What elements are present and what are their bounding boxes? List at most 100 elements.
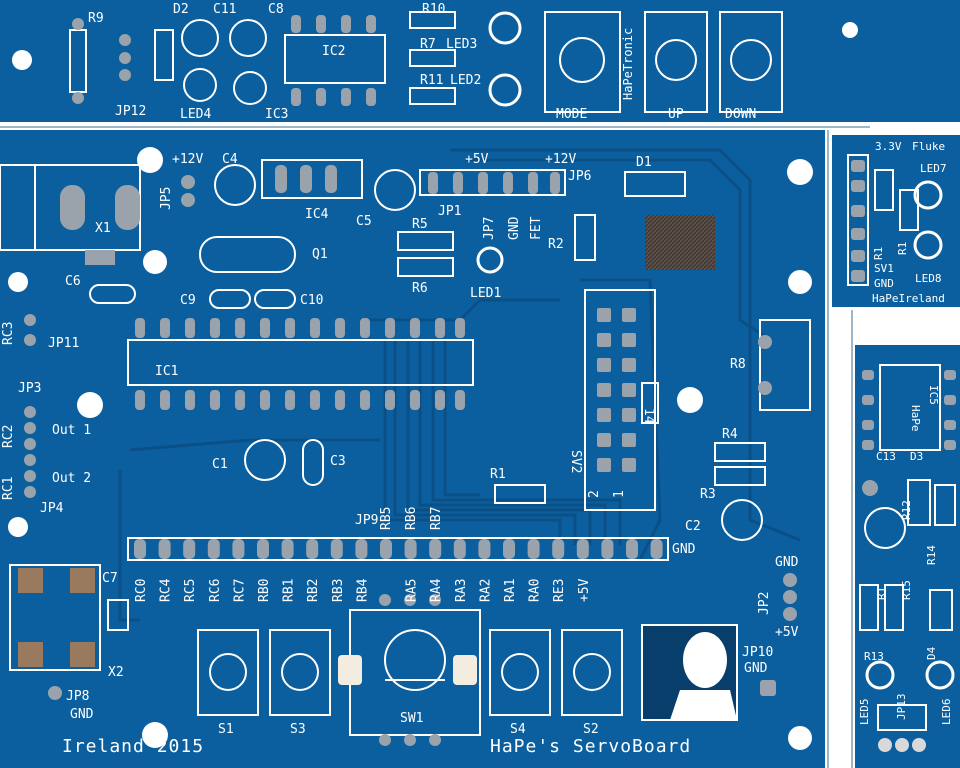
jp9-label: RA1 xyxy=(503,579,518,602)
label-gnd-e: GND xyxy=(744,661,768,676)
label-jp12: JP12 xyxy=(115,104,146,119)
label-jp2: JP2 xyxy=(757,592,772,615)
label-gnd-d: GND xyxy=(775,555,799,570)
x2-outline xyxy=(9,564,101,671)
label-c13: C13 xyxy=(876,450,896,463)
jp9-pin xyxy=(158,539,171,559)
c5-outline xyxy=(374,169,416,211)
label-ic4: IC4 xyxy=(305,207,329,222)
jp9-pin xyxy=(306,539,319,559)
q1-outline xyxy=(199,236,296,273)
label-led1: LED1 xyxy=(470,286,501,301)
board-title: HaPe's ServoBoard xyxy=(490,736,691,757)
jp9-label: RC7 xyxy=(232,579,247,602)
ic1-outline xyxy=(127,339,474,386)
label-c8: C8 xyxy=(268,2,284,17)
label-up: UP xyxy=(668,107,684,122)
jp9-pin xyxy=(453,539,466,559)
label-r2: R2 xyxy=(548,237,564,252)
jp9-pin xyxy=(576,539,589,559)
jp9-label: RB0 xyxy=(257,579,272,602)
label-c3: C3 xyxy=(330,454,346,469)
label-plus5v-b: +5V xyxy=(775,625,799,640)
label-hape: HaPe xyxy=(909,405,922,432)
label-x2: X2 xyxy=(108,665,124,680)
label-r14: R14 xyxy=(925,545,938,565)
jp9-label: RA3 xyxy=(454,579,469,602)
label-r9: R9 xyxy=(88,11,104,26)
label-down: DOWN xyxy=(725,107,756,122)
jp9-label: RC5 xyxy=(183,579,198,602)
sv2-outline xyxy=(584,289,656,511)
mounting-hole xyxy=(143,250,167,274)
jp9-label: +5V xyxy=(577,578,592,602)
jp5-pins xyxy=(181,175,195,207)
s4-outline xyxy=(489,629,551,716)
jp9-label: RA4 xyxy=(429,578,444,602)
ic4-outline xyxy=(261,159,363,199)
label-ic2: IC2 xyxy=(322,44,345,59)
label-led2: LED2 xyxy=(450,73,481,88)
label-r6: R6 xyxy=(412,281,428,296)
label-rb7: RB7 xyxy=(429,507,444,530)
jp9-pin xyxy=(552,539,565,559)
label-sv1: SV1 xyxy=(874,262,894,275)
jp9-label: RA2 xyxy=(478,579,493,602)
jp9-label: RA5 xyxy=(405,579,420,602)
mounting-hole xyxy=(787,159,813,185)
label-rb6: RB6 xyxy=(404,507,419,530)
main-labels: +12V C4 JP5 X1 IC4 C5 Q1 R5 R6 +5V +12V … xyxy=(1,152,799,737)
label-s3: S3 xyxy=(290,722,306,737)
label-led5: LED5 xyxy=(858,699,871,726)
label-jp7: JP7 xyxy=(482,217,497,240)
label-plus12v-a: +12V xyxy=(172,152,203,167)
right-bottom-board xyxy=(855,345,960,768)
jp9-label: RC4 xyxy=(159,578,174,602)
label-r11: R11 xyxy=(420,73,443,88)
top-right-board xyxy=(870,0,960,122)
jp9-pin xyxy=(527,539,540,559)
label-jp1: JP1 xyxy=(438,204,461,219)
s3-outline xyxy=(269,629,331,716)
jp9-pin xyxy=(404,539,417,559)
label-x1: X1 xyxy=(95,221,111,236)
label-out1: Out 1 xyxy=(52,423,91,438)
label-c9: C9 xyxy=(180,293,196,308)
jp9-label: RB1 xyxy=(282,579,297,602)
label-c7: C7 xyxy=(102,571,118,586)
sw1-pins xyxy=(338,655,477,685)
label-d1: D1 xyxy=(636,155,652,170)
label-led7: LED7 xyxy=(920,162,947,175)
label-led3: LED3 xyxy=(446,37,477,52)
jp9-pin xyxy=(183,539,196,559)
r8-outline xyxy=(759,319,811,411)
jp9-label: RC0 xyxy=(134,579,149,602)
label-c1: C1 xyxy=(212,457,228,472)
label-d2: D2 xyxy=(173,2,189,17)
mounting-hole xyxy=(788,270,812,294)
label-r12: R12 xyxy=(900,500,913,520)
label-jp8: JP8 xyxy=(66,689,89,704)
label-c11: C11 xyxy=(213,2,236,17)
label-rc1: RC1 xyxy=(1,477,16,500)
label-plus5v: +5V xyxy=(465,152,489,167)
jp9-pin xyxy=(478,539,491,559)
jp9-pin xyxy=(134,539,146,559)
label-brand: HaPeTronic xyxy=(621,28,635,100)
label-r10: R10 xyxy=(422,2,445,17)
label-jp4: JP4 xyxy=(40,501,64,516)
jp9-label: RE3 xyxy=(552,579,567,602)
x2-pads xyxy=(18,568,95,667)
label-gnd-b: GND xyxy=(672,542,696,557)
label-led6: LED6 xyxy=(940,699,953,726)
label-r1b: R1 xyxy=(896,242,909,255)
right-top-parts xyxy=(847,154,943,286)
right-bottom-parts xyxy=(859,364,956,752)
label-r4: R4 xyxy=(722,427,738,442)
label-r7: R7 xyxy=(420,37,436,52)
label-sw1: SW1 xyxy=(400,711,423,726)
mounting-hole xyxy=(788,726,812,750)
label-r15: R15 xyxy=(900,580,913,600)
label-d4: D4 xyxy=(925,646,938,660)
jp9-label: RB2 xyxy=(306,579,321,602)
